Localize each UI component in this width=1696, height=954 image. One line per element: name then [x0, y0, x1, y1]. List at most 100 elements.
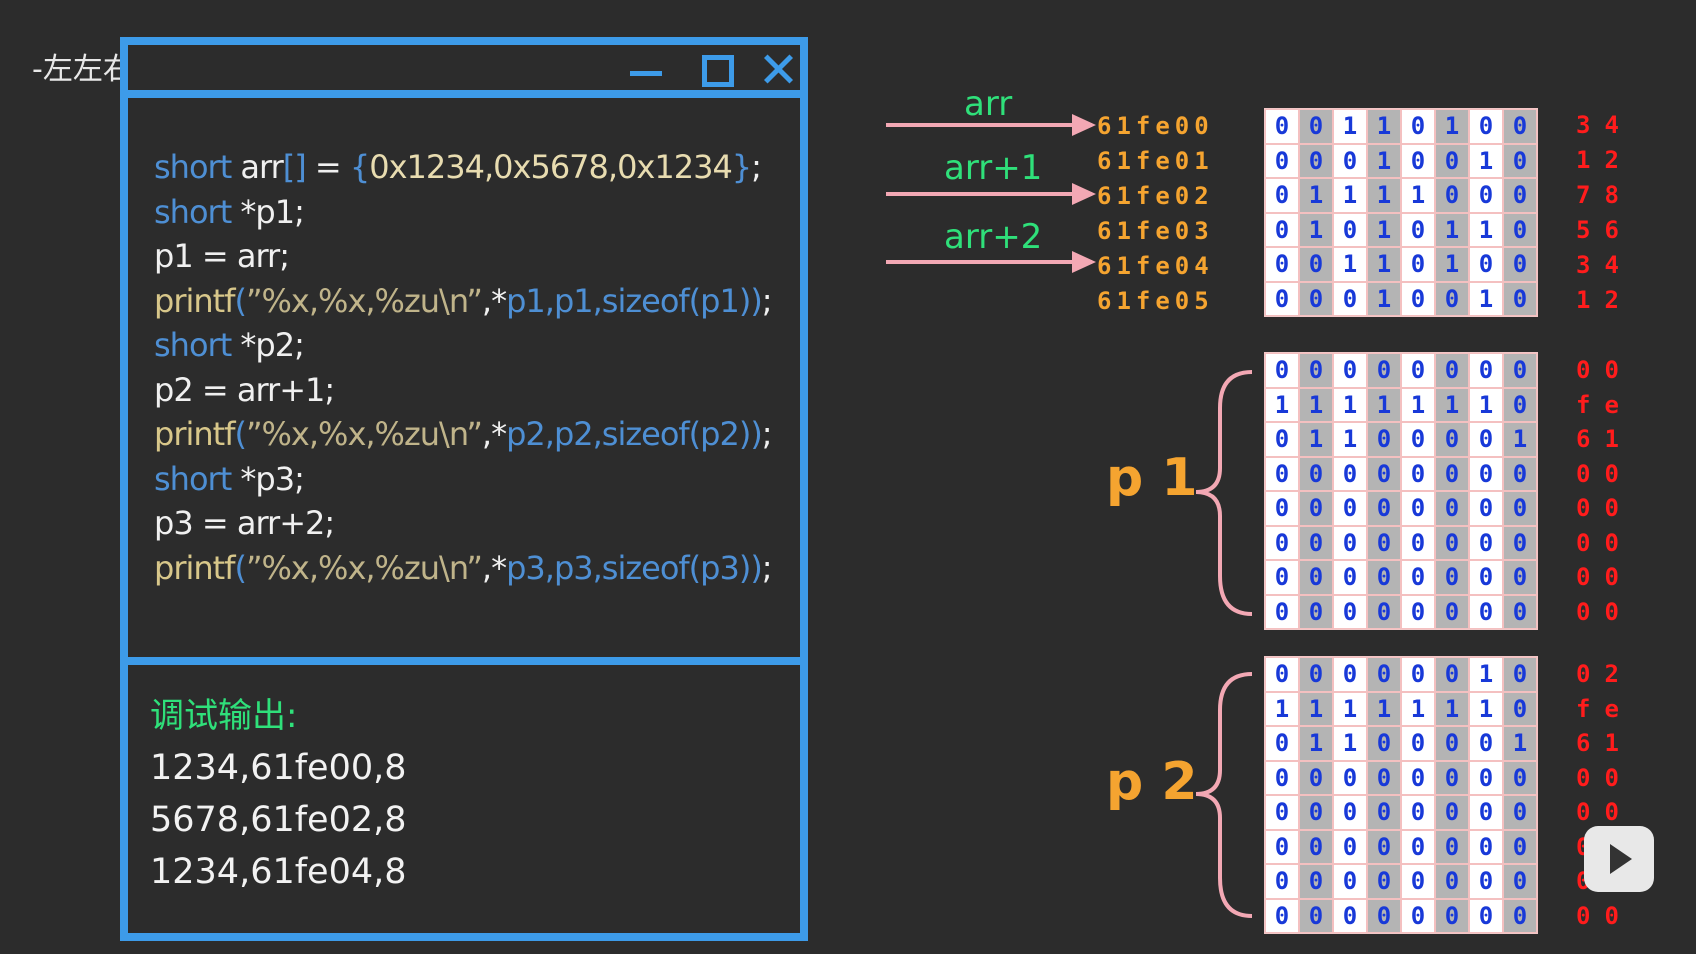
bit-cell: 0 [1265, 795, 1299, 830]
bit-cell: 0 [1265, 594, 1299, 629]
memory-address: 61fe03 [1097, 217, 1214, 245]
bit-cell: 0 [1401, 109, 1435, 144]
bit-cell: 0 [1435, 864, 1469, 899]
code-token: sizeof [601, 281, 690, 320]
bit-cell: 0 [1333, 281, 1367, 316]
memory-address: 61fe05 [1097, 287, 1214, 315]
bit-cell: 0 [1299, 795, 1333, 830]
bit-cell: 0 [1265, 829, 1299, 864]
bit-cell: 1 [1401, 387, 1435, 422]
code-token: ; [761, 281, 773, 320]
code-token: (p2) [688, 415, 752, 453]
bit-cell: 1 [1469, 281, 1503, 316]
bit-cell: 0 [1435, 353, 1469, 388]
pointer-label-arr-plus-2: arr+2 [944, 217, 1043, 257]
bit-cell: 0 [1265, 760, 1299, 795]
bit-cell: 0 [1299, 456, 1333, 491]
bit-cell: 0 [1401, 898, 1435, 933]
p1-brace [1195, 370, 1253, 616]
bit-cell: 0 [1367, 829, 1401, 864]
bit-cell: 0 [1333, 864, 1367, 899]
bit-cell: 1 [1333, 691, 1367, 726]
bit-cell: 0 [1401, 422, 1435, 457]
code-token: p1 = arr; [154, 237, 290, 275]
bit-cell: 0 [1367, 422, 1401, 457]
bit-cell: 0 [1469, 560, 1503, 595]
bit-cell: 0 [1469, 760, 1503, 795]
bit-cell: 0 [1265, 178, 1299, 213]
bit-cell: 0 [1435, 422, 1469, 457]
bit-cell: 0 [1401, 657, 1435, 692]
code-token: (p3) [688, 548, 752, 587]
play-icon[interactable] [1584, 826, 1654, 892]
bit-cell: 0 [1435, 795, 1469, 830]
code-token: arr [231, 148, 283, 186]
minimize-icon[interactable] [626, 49, 666, 87]
code-token: sizeof [601, 415, 690, 453]
code-token: ,* [481, 415, 507, 453]
code-token: ”%x,%x,%zu\n” [245, 548, 483, 587]
hex-value: 12 [1576, 286, 1633, 314]
bit-cell: 0 [1265, 143, 1299, 178]
bit-cell: 0 [1333, 491, 1367, 526]
code-token: ( [234, 548, 247, 587]
bit-cell: 1 [1367, 247, 1401, 282]
bit-cell: 0 [1265, 864, 1299, 899]
code-line: short *p3; [154, 457, 800, 502]
p2-brace [1195, 672, 1253, 918]
bit-cell: 0 [1333, 143, 1367, 178]
hex-value: 00 [1576, 798, 1633, 826]
bit-cell: 0 [1503, 387, 1537, 422]
bit-cell: 0 [1299, 281, 1333, 316]
bit-cell: 0 [1469, 525, 1503, 560]
code-token: ,* [481, 548, 507, 587]
bit-cell: 1 [1265, 691, 1299, 726]
bit-cell: 0 [1469, 247, 1503, 282]
bit-cell: 1 [1299, 726, 1333, 761]
bit-cell: 0 [1367, 491, 1401, 526]
bit-cell: 1 [1503, 422, 1537, 457]
hex-value: 00 [1576, 528, 1633, 557]
bit-cell: 0 [1333, 525, 1367, 560]
bit-cell: 0 [1503, 525, 1537, 560]
close-icon[interactable] [758, 49, 798, 87]
hex-value: fe [1576, 694, 1633, 723]
bit-cell: 0 [1435, 657, 1469, 692]
code-token: (p1) [688, 281, 752, 320]
bit-cell: 0 [1401, 864, 1435, 899]
code-token: p1,p1, [506, 281, 603, 320]
bit-cell: 0 [1299, 491, 1333, 526]
maximize-icon[interactable] [696, 49, 736, 87]
bit-cell: 1 [1265, 387, 1299, 422]
bit-cell: 0 [1435, 456, 1469, 491]
code-line: printf(”%x,%x,%zu\n”,*p1,p1,sizeof(p1)); [154, 279, 800, 324]
bit-cell: 0 [1503, 657, 1537, 692]
bit-cell: 1 [1333, 387, 1367, 422]
window-titlebar [128, 45, 800, 98]
bit-cell: 0 [1401, 795, 1435, 830]
code-token: short [154, 326, 232, 364]
bit-cell: 0 [1435, 143, 1469, 178]
code-token: ) [750, 281, 763, 320]
bit-cell: 0 [1469, 491, 1503, 526]
bit-cell: 1 [1367, 178, 1401, 213]
bit-cell: 0 [1299, 657, 1333, 692]
bit-cell: 0 [1435, 726, 1469, 761]
bit-cell: 0 [1503, 898, 1537, 933]
code-token: ) [750, 548, 763, 587]
hex-value: 61 [1576, 729, 1633, 757]
bit-cell: 0 [1503, 212, 1537, 247]
bit-cell: 0 [1401, 829, 1435, 864]
bit-cell: 1 [1435, 691, 1469, 726]
bit-cell: 1 [1367, 212, 1401, 247]
bit-cell: 0 [1469, 726, 1503, 761]
arrow-arr-plus-1 [886, 183, 1096, 205]
bit-cell: 0 [1367, 795, 1401, 830]
bit-cell: 0 [1265, 491, 1299, 526]
bit-cell: 1 [1333, 422, 1367, 457]
